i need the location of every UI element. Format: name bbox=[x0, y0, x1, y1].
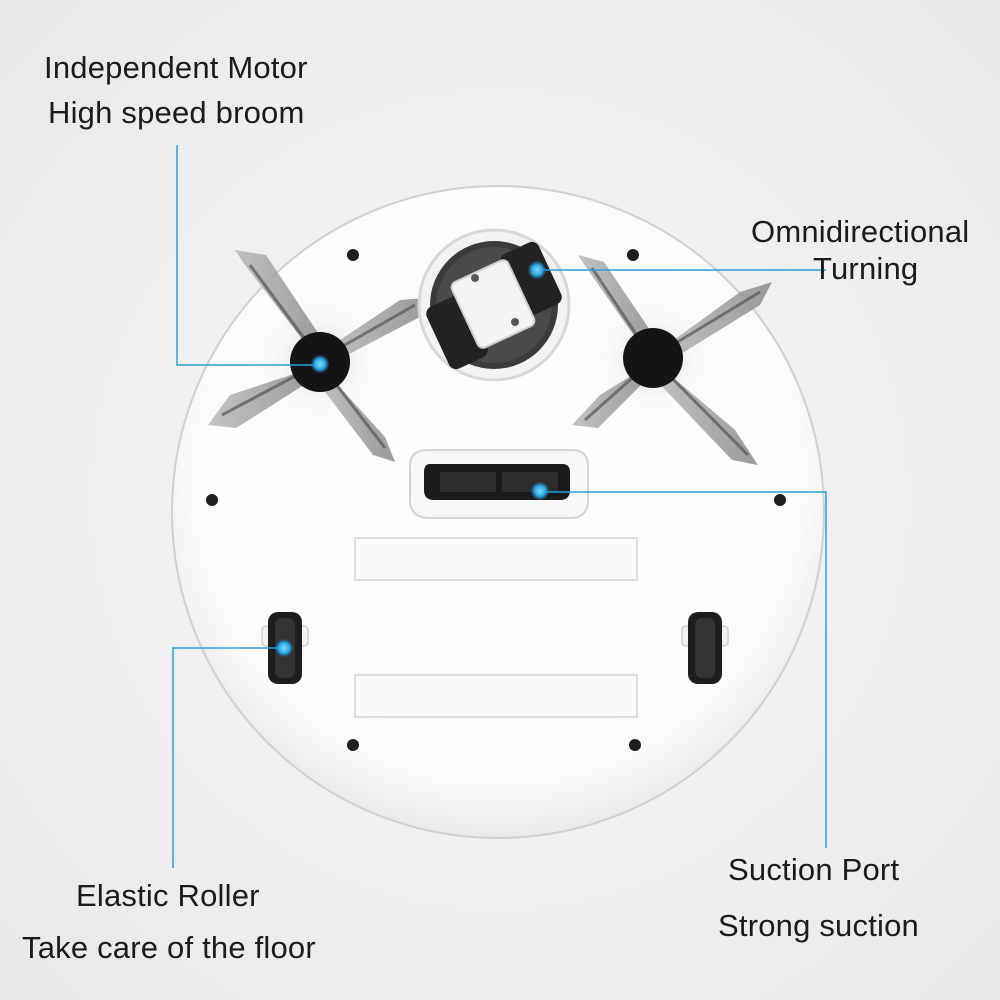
right-side-brush bbox=[572, 255, 772, 465]
callout-turning-line1: Omnidirectional bbox=[751, 214, 970, 249]
screw-hole bbox=[627, 249, 639, 261]
indicator-dot-motor bbox=[311, 355, 329, 373]
cover-panel-top bbox=[354, 537, 638, 581]
callout-suction-line2: Strong suction bbox=[718, 908, 919, 943]
caster-mount bbox=[450, 259, 536, 349]
callout-motor-line2: High speed broom bbox=[48, 95, 305, 130]
indicator-dot-turning bbox=[528, 261, 546, 279]
leader-line-roller bbox=[172, 647, 284, 868]
suction-port-shape bbox=[409, 449, 589, 519]
screw-hole bbox=[206, 494, 218, 506]
screw-hole bbox=[347, 739, 359, 751]
indicator-dot-suction bbox=[531, 482, 549, 500]
callout-motor-line1: Independent Motor bbox=[44, 50, 308, 85]
leader-lines bbox=[172, 145, 827, 868]
leader-line-motor bbox=[176, 145, 320, 366]
brush-hub bbox=[623, 328, 683, 388]
callout-suction-line1: Suction Port bbox=[728, 852, 900, 887]
leader-line-suction bbox=[540, 491, 827, 848]
callout-turning-line2: Turning bbox=[813, 251, 919, 286]
right-drive-wheel bbox=[681, 612, 729, 684]
cover-panel-bottom bbox=[354, 674, 638, 718]
indicator-dots bbox=[275, 261, 549, 657]
callout-roller-line1: Elastic Roller bbox=[76, 878, 260, 913]
screw-hole bbox=[629, 739, 641, 751]
indicator-dot-roller bbox=[275, 639, 293, 657]
callout-roller-line2: Take care of the floor bbox=[22, 930, 316, 965]
screw-holes bbox=[206, 249, 786, 751]
caster-wheel-assembly bbox=[417, 228, 571, 382]
screw-hole bbox=[774, 494, 786, 506]
screw-hole bbox=[347, 249, 359, 261]
